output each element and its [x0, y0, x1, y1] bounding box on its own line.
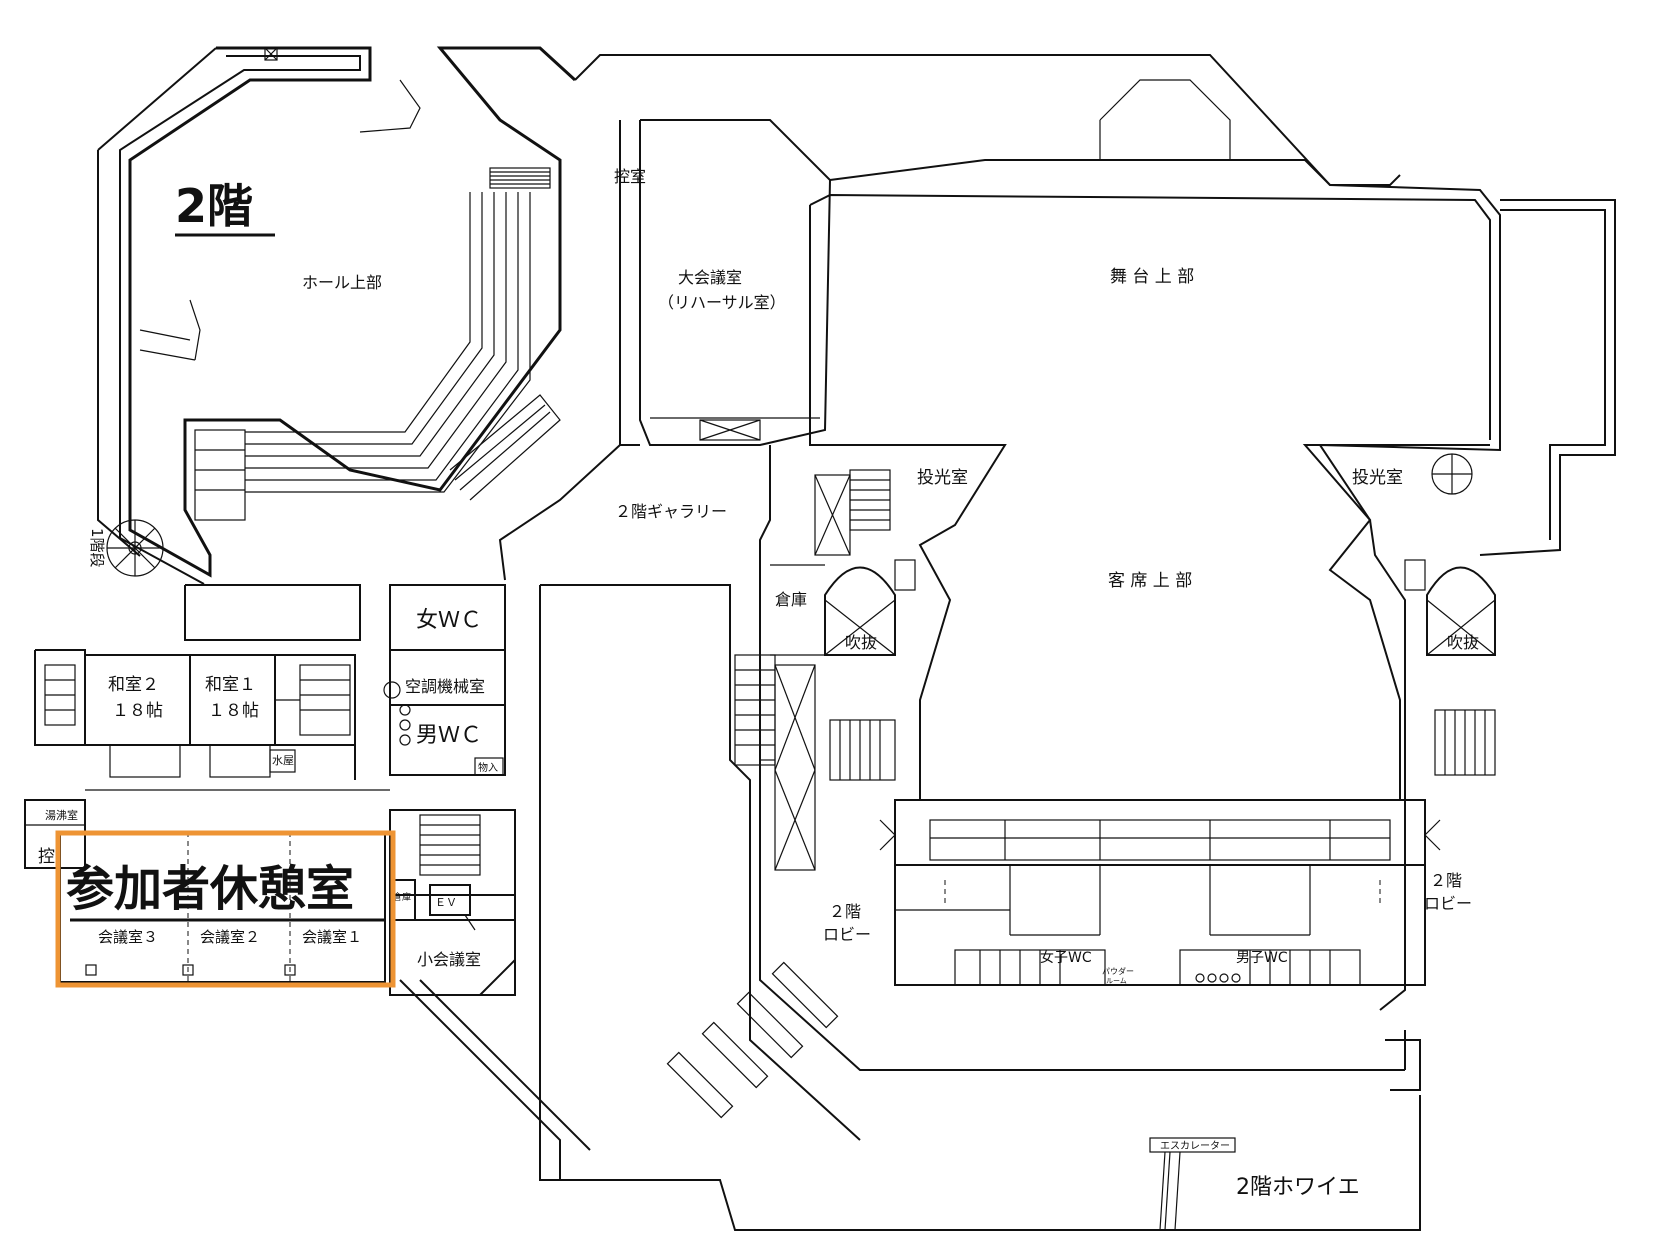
label-void-right: 吹抜 [1447, 633, 1479, 652]
label-small-conf: 小会議室 [417, 950, 481, 969]
label-joshi-wc: 女子WC [1040, 949, 1092, 966]
label-void-left: 吹抜 [845, 633, 877, 652]
label-large-conf: 大会議室 [678, 268, 742, 287]
label-water: 水屋 [272, 754, 294, 767]
label-yuwakashi: 湯沸室 [45, 808, 78, 822]
gallery-walls [399, 120, 1421, 1231]
label-storage: 倉庫 [775, 590, 807, 609]
label-conf2: 会議室２ [200, 928, 260, 946]
label-washitsu2-size: １８帖 [112, 701, 163, 721]
label-storage-small: 物入 [478, 761, 498, 774]
escalator [1149, 1030, 1421, 1231]
label-hall-upper: ホール上部 [302, 273, 382, 292]
label-lobby-right-1: ２階 [1430, 871, 1462, 890]
label-mens-wc: 男ＷＣ [416, 723, 482, 748]
spiral-stair-right [1431, 453, 1473, 495]
label-escalator: エスカレーター [1160, 1140, 1230, 1152]
label-lobby-left-2: ロビー [823, 925, 871, 944]
participant-lounge-highlight[interactable]: 参加者休憩室 [55, 830, 396, 988]
label-ev: ＥＶ [435, 896, 457, 909]
label-stage-upper: 舞 台 上 部 [1110, 267, 1194, 287]
floor-title-group: 2階 [175, 179, 275, 237]
label-lobby-right-2: ロビー [1424, 894, 1472, 913]
large-conf-walls [574, 54, 1401, 446]
label-powder: パウダー [1102, 966, 1134, 976]
room-labels: ホール上部 1階段 大会議室 （リハーサル室） 控室 舞 台 上 部 客 席 上… [38, 167, 1479, 1200]
label-conf3: 会議室３ [98, 928, 158, 946]
highlight-label: 参加者休憩室 [66, 861, 354, 917]
voids [774, 474, 1496, 871]
highlight-frame [55, 830, 396, 988]
label-washitsu2: 和室２ [108, 675, 159, 695]
lobby-toilets [894, 865, 1426, 986]
spiral-stair-left [106, 519, 164, 577]
label-womens-wc: 女ＷＣ [416, 608, 482, 633]
west-wing-walls [24, 584, 390, 869]
service-block [383, 584, 506, 776]
hall-seating [194, 167, 561, 521]
label-washitsu1-size: １８帖 [208, 701, 259, 721]
label-storage-ev: 倉庫 [393, 891, 411, 903]
label-gallery: ２階ギャラリー [615, 502, 727, 521]
side-stairs [734, 469, 1496, 781]
gallery-slots [666, 961, 839, 1119]
label-projection-right: 投光室 [1352, 468, 1403, 488]
label-audience-upper: 客 席 上 部 [1108, 571, 1192, 591]
label-powder2: ルーム [1106, 977, 1127, 985]
hall-walls [97, 46, 577, 585]
auditorium-walls [809, 159, 1616, 1011]
ev-block [389, 809, 516, 996]
label-hvac: 空調機械室 [405, 677, 485, 696]
label-projection-left: 投光室 [917, 468, 968, 488]
label-stair-1f: 1階段 [88, 528, 106, 568]
label-conf1: 会議室１ [302, 928, 362, 946]
floor-label: 2階 [175, 179, 253, 233]
label-danshi-wc: 男子WC [1236, 950, 1288, 966]
label-lobby-left-1: ２階 [829, 902, 861, 921]
label-foyer: 2階ホワイエ [1236, 1175, 1360, 1200]
balcony-band [879, 799, 1441, 866]
label-large-conf-sub: （リハーサル室） [658, 293, 786, 312]
label-hikae-left: 控 [38, 847, 55, 867]
label-hikae-top: 控室 [614, 167, 646, 186]
label-washitsu1: 和室１ [205, 675, 256, 695]
